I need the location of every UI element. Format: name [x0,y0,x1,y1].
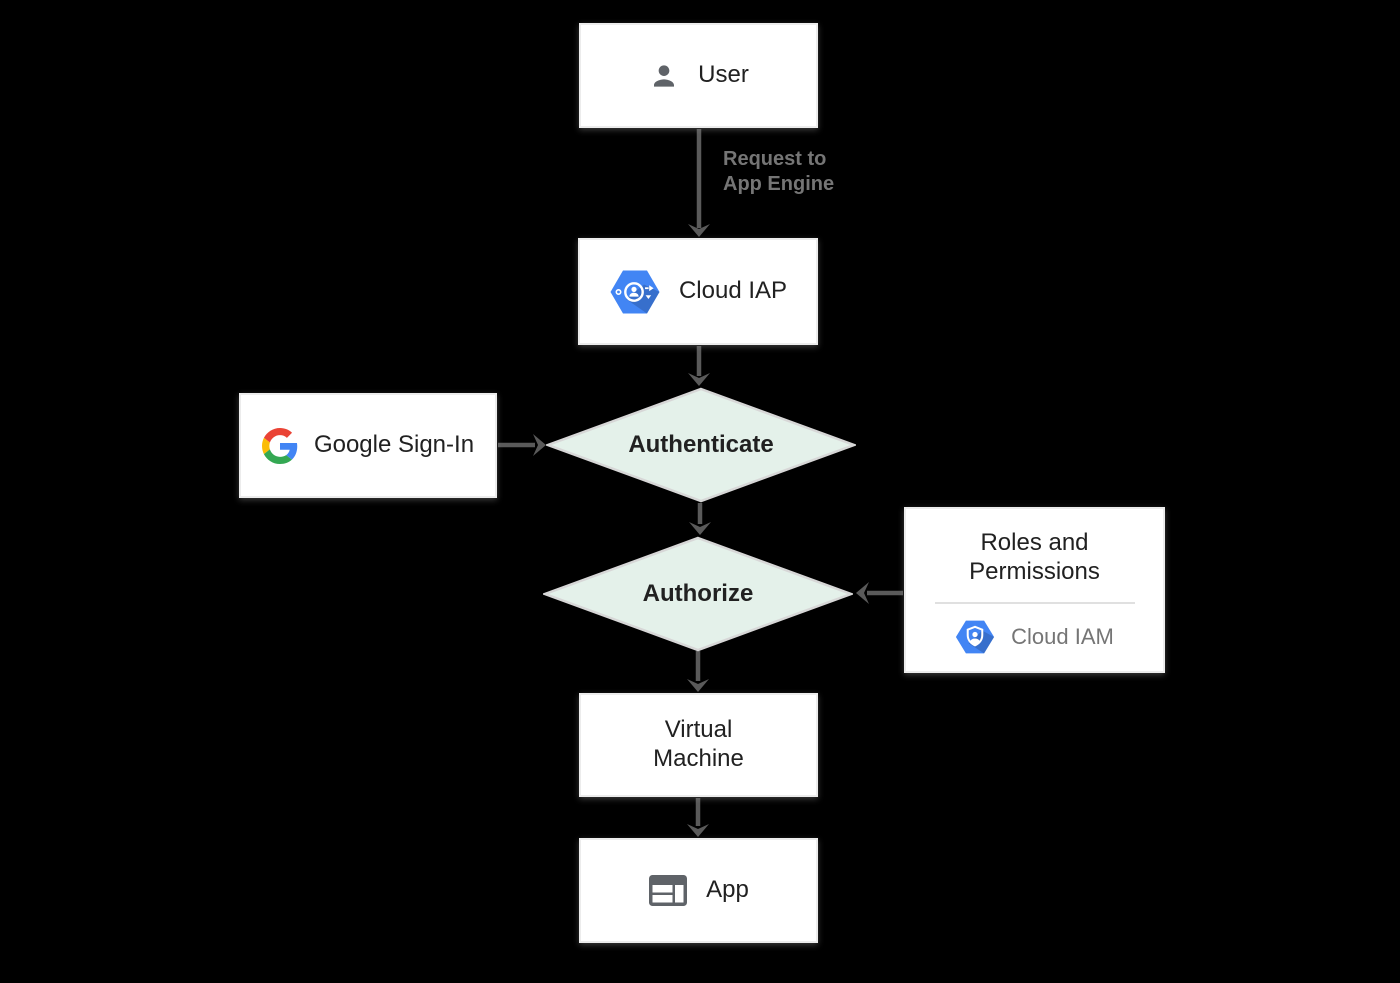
arrow-user-to-cloud-iap [688,129,710,237]
diamond-shape [543,536,853,652]
roles-permissions-title: Roles and Permissions [969,529,1100,585]
authenticate-label: Authenticate [628,430,774,458]
google-signin-node: Google Sign-In [239,393,497,498]
google-signin-label: Google Sign-In [313,431,475,459]
arrow-authenticate-to-authorize [689,503,711,535]
cloud-iap-node: Cloud IAP [578,238,818,345]
user-node: User [579,23,818,128]
arrow-cloud-iap-to-authenticate [688,346,710,386]
virtual-machine-label: Virtual Machine [653,716,744,772]
person-icon [648,60,680,92]
divider [934,601,1135,604]
app-window-icon [648,874,688,907]
roles-permissions-node: Roles and Permissions Cloud IAM [904,507,1165,673]
user-label: User [698,61,749,89]
gcp-iam-hexagon-icon [955,619,995,655]
arrow-authorize-to-virtual-machine [687,651,709,692]
authorize-label: Authorize [642,579,754,607]
cloud-iam-label: Cloud IAM [1011,623,1114,649]
arrow-google-signin-to-authenticate [498,434,546,456]
arrow-roles-to-authorize [856,582,903,604]
diamond-shape [546,387,856,503]
app-label: App [706,876,749,904]
google-g-icon [261,427,298,464]
cloud-iap-label: Cloud IAP [678,277,788,305]
arrow-virtual-machine-to-app [687,798,709,837]
request-to-app-engine-label: Request to App Engine [723,148,835,195]
app-node: App [579,838,818,943]
gcp-iap-hexagon-icon [609,269,661,315]
authorize-decision: Authorize [543,536,853,652]
cloud-iam-row: Cloud IAM [955,619,1114,655]
authenticate-decision: Authenticate [546,387,856,503]
virtual-machine-node: Virtual Machine [579,693,818,797]
